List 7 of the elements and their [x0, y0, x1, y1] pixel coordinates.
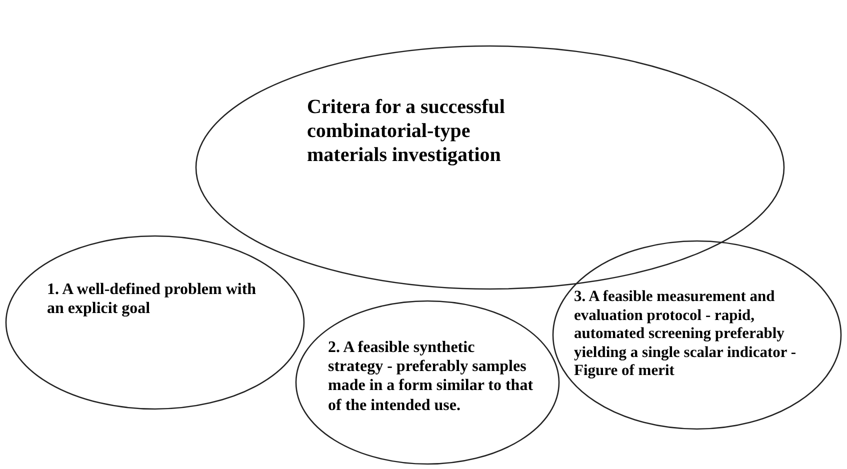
criterion-text: 3. A feasible measurement and evaluation protocol - rapid, automated screening preferably yielding a single scalar indicator - Figure of merit: [574, 288, 798, 381]
criterion-text: 2. A feasible synthetic strategy - preferably samples made in a form similar to that of the intended use.: [328, 338, 533, 415]
ellipse-node: [552, 240, 842, 430]
ellipse-node: [295, 300, 560, 465]
ellipse-node: [5, 235, 305, 410]
heading-text: Critera for a successful combinatorial-type materials investigation: [307, 95, 506, 167]
criterion-text: 1. A well-defined problem with an explicit goal: [47, 280, 257, 318]
